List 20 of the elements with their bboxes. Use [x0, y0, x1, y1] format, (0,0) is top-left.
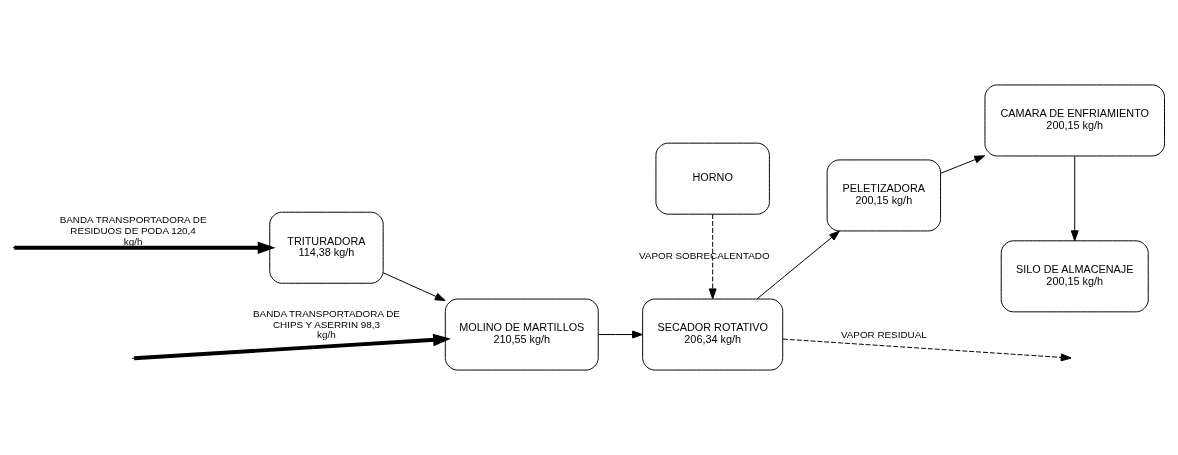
node-box: SILO DE ALMACENAJE 200,15 kg/h: [1000, 240, 1149, 313]
arrow: [756, 230, 840, 300]
arrow: [14, 241, 276, 254]
edge-label: BANDA TRANSPORTADORA DE CHIPS Y ASERRIN 98,3 kg/h: [253, 307, 400, 341]
node-box: TRITURADORA 114,38 kg/h: [269, 211, 384, 284]
arrow: [1070, 155, 1079, 242]
arrow: [940, 155, 986, 174]
arrow: [708, 213, 717, 300]
arrow: [134, 333, 451, 361]
node-box: PELETIZADORA 200,15 kg/h: [826, 159, 942, 232]
edge-label: VAPOR SOBRECALENTADO: [639, 250, 770, 262]
edge-label: VAPOR RESIDUAL: [840, 329, 927, 341]
edge-label: BANDA TRANSPORTADORA DE RESIDUOS DE PODA 120,4 kg/h: [59, 214, 207, 247]
node-box: SECADOR ROTATIVO 206,34 kg/h: [642, 298, 784, 371]
arrow: [382, 272, 446, 302]
node-box: CAMARA DE ENFRIAMIENTO 200,15 kg/h: [984, 84, 1165, 157]
arrow: [597, 330, 643, 339]
node-box: MOLINO DE MARTILLOS 210,55 kg/h: [444, 298, 599, 371]
arrow: [782, 338, 1072, 362]
node-box: HORNO: [655, 142, 770, 215]
